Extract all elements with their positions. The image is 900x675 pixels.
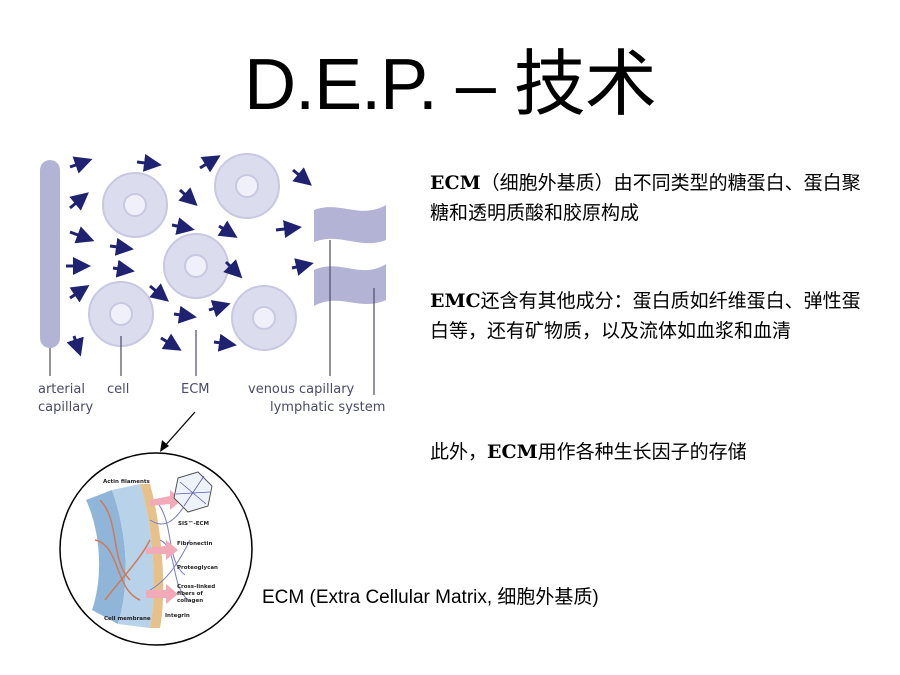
label-arterial: arterial — [38, 382, 85, 397]
label-cell: cell — [107, 382, 129, 397]
label-capillary: capillary — [38, 400, 94, 415]
cell-1 — [102, 172, 168, 238]
paragraph-2-text: 还含有其他成分：蛋白质如纤维蛋白、弹性蛋白等，还有矿物质，以及流体如血浆和血清 — [430, 290, 861, 342]
arterial-capillary — [40, 160, 60, 348]
label-ecm: ECM — [181, 382, 210, 397]
inset-label-crosslinked: Cross-linked — [177, 584, 215, 590]
inset-label-proteoglycan: Proteoglycan — [177, 565, 218, 571]
ecm-term-2: ECM — [487, 441, 538, 463]
paragraph-ecm-composition: ECM（细胞外基质）由不同类型的糖蛋白、蛋白聚糖和透明质酸和胶原构成 — [430, 168, 870, 228]
cell-3 — [163, 233, 229, 299]
venous-capillary — [314, 205, 386, 244]
inset-label-sis-ecm: SIS™-ECM — [178, 520, 209, 527]
lymphatic-vessel — [314, 264, 386, 306]
paragraph-growth-factors: 此外，ECM用作各种生长因子的存储 — [430, 437, 870, 467]
paragraph-3-text: 用作各种生长因子的存储 — [537, 441, 747, 463]
inset-caption: ECM (Extra Cellular Matrix, 细胞外基质) — [262, 587, 599, 608]
ecm-term: ECM — [430, 172, 481, 194]
ecm-inset: Actin filaments SIS™-ECM Fibronectin Pro… — [59, 452, 253, 646]
paragraph-emc-components: EMC还含有其他成分：蛋白质如纤维蛋白、弹性蛋白等，还有矿物质，以及流体如血浆和… — [430, 286, 870, 346]
pointer-arrow — [162, 411, 196, 449]
slide-title: D.E.P. – 技术 — [244, 45, 657, 125]
inset-label-integrin: Integrin — [165, 613, 190, 619]
cell-5 — [231, 285, 297, 351]
emc-term: EMC — [430, 290, 481, 312]
inset-label-membrane: Cell membrane — [104, 616, 151, 622]
paragraph-3-prefix: 此外， — [430, 441, 488, 463]
label-venous: venous capillary — [248, 382, 355, 397]
flow-arrows — [66, 153, 314, 357]
cell-2 — [214, 153, 280, 219]
inset-label-fibronectin: Fibronectin — [177, 541, 212, 547]
paragraph-1-text: （细胞外基质）由不同类型的糖蛋白、蛋白聚糖和透明质酸和胶原构成 — [430, 172, 861, 224]
inset-label-actin: Actin filaments — [103, 479, 151, 485]
label-lymphatic: lymphatic system — [270, 400, 385, 415]
inset-label-collagen: collagen — [177, 598, 203, 604]
inset-label-fibers-of: fibers of — [177, 591, 203, 597]
